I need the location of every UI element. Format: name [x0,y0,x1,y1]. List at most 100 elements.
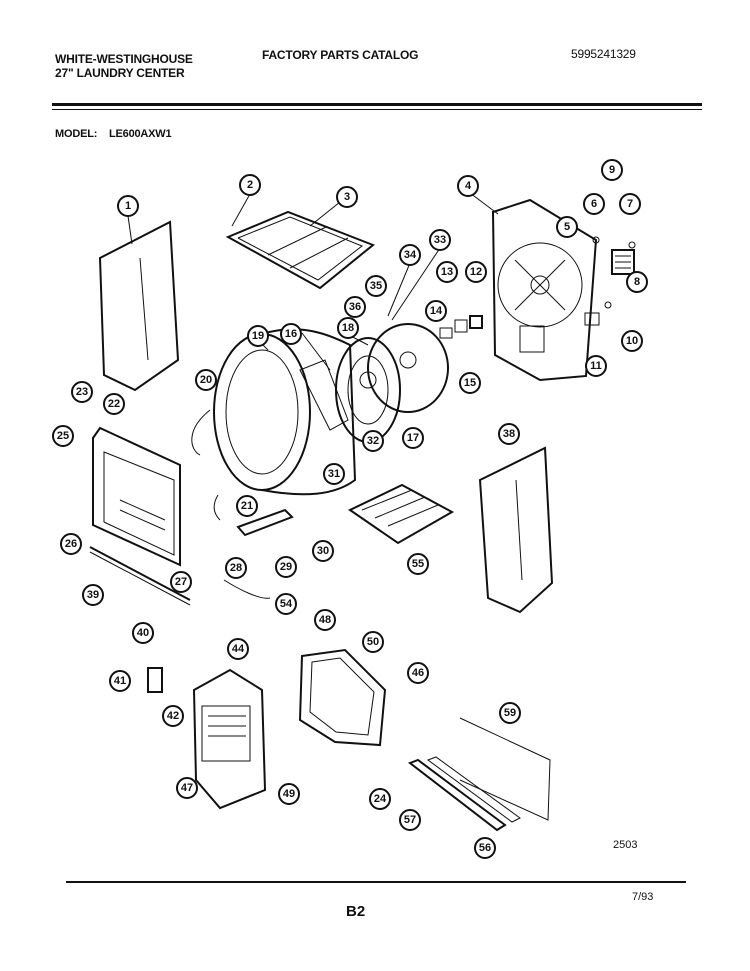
part-small-components [584,236,636,326]
callout-38: 38 [498,423,520,445]
model-value: LE600AXW1 [109,128,172,140]
svg-text:39: 39 [87,589,99,601]
svg-text:22: 22 [108,398,120,410]
svg-text:4: 4 [465,180,472,192]
callout-11: 11 [585,355,607,377]
callout-12: 12 [465,261,487,283]
part-drum-rear [335,337,401,443]
callout-55: 55 [407,553,429,575]
catalog-title: FACTORY PARTS CATALOG [262,48,419,62]
callout-24: 24 [369,788,391,810]
part-front-panel [92,426,181,567]
svg-text:10: 10 [626,335,638,347]
callout-16-drum: 16 [280,323,302,345]
svg-text:17: 17 [407,432,419,444]
callout-21: 21 [236,495,258,517]
part-drive-belt [191,409,271,599]
svg-text:40: 40 [137,627,149,639]
svg-text:24: 24 [374,793,387,805]
svg-text:28: 28 [230,562,242,574]
svg-text:54: 54 [280,598,293,610]
part-trim-strip [407,717,551,832]
svg-text:32: 32 [367,435,379,447]
callout-54: 54 [275,593,297,615]
callout-27: 27 [170,571,192,593]
callout-35: 35 [365,275,387,297]
svg-text:6: 6 [591,198,597,210]
brand-name: WHITE-WESTINGHOUSE [55,52,193,66]
header-rule-thick [52,103,702,106]
callout-14: 14 [425,300,447,322]
svg-text:29: 29 [280,561,292,573]
part-door-panel [298,648,387,747]
callout-29: 29 [275,556,297,578]
callout-32: 32 [362,430,384,452]
svg-text:56: 56 [479,842,491,854]
callout-15: 15 [459,372,481,394]
callout-17: 17 [402,427,424,449]
svg-text:57: 57 [404,814,416,826]
svg-text:18: 18 [342,322,354,334]
svg-text:49: 49 [283,788,295,800]
svg-text:48: 48 [319,614,331,626]
part-thermostats [439,315,483,339]
callout-28: 28 [225,557,247,579]
callout-8: 8 [626,271,648,293]
svg-text:13: 13 [441,266,453,278]
svg-text:41: 41 [114,675,126,687]
svg-text:9: 9 [609,164,615,176]
part-side-panel-right [478,446,554,614]
callout-23: 23 [71,381,93,403]
svg-text:5: 5 [564,221,570,233]
svg-text:3: 3 [344,191,350,203]
callout-19: 19 [247,325,269,347]
callout-5: 5 [556,216,578,238]
callout-41: 41 [109,670,131,692]
callout-26: 26 [60,533,82,555]
callout-9: 9 [601,159,623,181]
footer-rule [66,881,686,883]
svg-text:35: 35 [370,280,382,292]
callout-39: 39 [82,584,104,606]
revision-date: 7/93 [632,891,654,903]
svg-text:59: 59 [504,707,516,719]
svg-text:15: 15 [464,377,476,389]
callout-25: 25 [52,425,74,447]
callout-49: 49 [278,783,300,805]
part-lint-screen [348,483,455,545]
svg-text:27: 27 [175,576,187,588]
svg-text:30: 30 [317,545,329,557]
callout-7: 7 [619,193,641,215]
callout-56: 56 [474,837,496,859]
callout-47: 47 [176,777,198,799]
svg-text:20: 20 [200,374,212,386]
part-door-assembly [192,668,267,810]
part-blower-housing [367,323,449,413]
diagram-code: 2503 [613,839,638,851]
product-subtitle: 27" LAUNDRY CENTER [55,66,185,80]
callout-1: 1 [117,195,139,217]
svg-text:14: 14 [430,305,443,317]
svg-text:25: 25 [57,430,69,442]
part-top-cover [225,210,375,290]
page-number: B2 [346,903,366,920]
svg-text:44: 44 [232,643,245,655]
callout-3: 3 [336,186,358,208]
svg-text:2: 2 [247,179,253,191]
svg-text:47: 47 [181,782,193,794]
callout-2: 2 [239,174,261,196]
callout-22: 22 [103,393,125,415]
svg-text:34: 34 [404,249,417,261]
svg-text:11: 11 [590,360,602,372]
svg-text:12: 12 [470,266,482,278]
part-side-panel-left [98,220,180,392]
callout-50: 50 [362,631,384,653]
svg-text:42: 42 [167,710,179,722]
svg-text:1: 1 [125,200,131,212]
callout-10: 10 [621,330,643,352]
part-door-seal [89,546,191,606]
part-bracket [236,508,294,537]
svg-text:46: 46 [412,667,424,679]
callout-34: 34 [399,244,421,266]
